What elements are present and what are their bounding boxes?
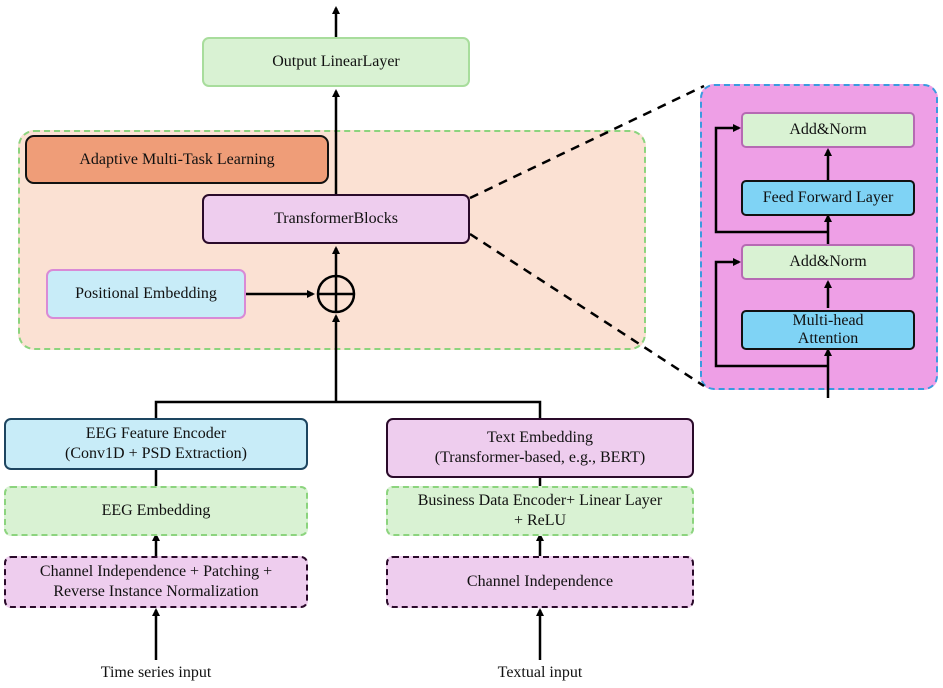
text-embedding-title: Text Embedding [487,429,593,446]
eeg-embedding: EEG Embedding [4,486,308,536]
add-norm-top-label: Add&Norm [789,121,867,138]
positional-embedding: Positional Embedding [46,269,246,319]
channel-patching-line1: Channel Independence + Patching + [39,563,273,580]
add-norm-top: Add&Norm [741,112,915,148]
merge-bracket [154,400,542,418]
output-linear-layer-label: Output LinearLayer [272,53,400,70]
text-embedding-subtitle: (Transformer-based, e.g., BERT) [434,449,646,466]
residual-bottom [714,258,828,368]
zoom-line-bottom [469,232,705,388]
channel-independence-label: Channel Independence [466,573,614,590]
add-norm-bottom: Add&Norm [741,244,915,280]
transformer-blocks: TransformerBlocks [202,194,470,244]
multi-head-attention-line2: Attention [797,330,859,347]
time-series-input-label: Time series input [100,664,212,681]
business-data-encoder-line2: + ReLU [513,512,567,529]
textual-input-label: Textual input [497,664,583,681]
business-data-encoder: Business Data Encoder+ Linear Layer + Re… [386,486,694,536]
feed-forward-layer: Feed Forward Layer [741,180,915,216]
eeg-embedding-label: EEG Embedding [101,502,211,519]
eeg-feature-encoder: EEG Feature Encoder (Conv1D + PSD Extrac… [4,418,308,470]
add-norm-bottom-label: Add&Norm [789,253,867,270]
transformer-blocks-label: TransformerBlocks [274,210,398,227]
multi-head-attention-line1: Multi-head [792,312,864,329]
output-linear-layer: Output LinearLayer [202,37,470,87]
multi-head-attention: Multi-head Attention [741,310,915,350]
business-data-encoder-line1: Business Data Encoder+ Linear Layer [417,492,663,509]
eeg-feature-encoder-subtitle: (Conv1D + PSD Extraction) [65,445,247,462]
adaptive-multi-task-learning-label: Adaptive Multi-Task Learning [79,150,275,168]
text-embedding: Text Embedding (Transformer-based, e.g.,… [386,418,694,478]
zoom-line-top [469,84,705,200]
positional-embedding-label: Positional Embedding [75,285,217,302]
adaptive-multi-task-learning: Adaptive Multi-Task Learning [25,135,329,184]
channel-patching-normalization: Channel Independence + Patching + Revers… [4,556,308,608]
residual-top [714,124,828,234]
feed-forward-layer-label: Feed Forward Layer [762,189,894,206]
eeg-feature-encoder-title: EEG Feature Encoder [85,425,227,442]
channel-patching-line2: Reverse Instance Normalization [53,583,259,600]
channel-independence: Channel Independence [386,556,694,608]
